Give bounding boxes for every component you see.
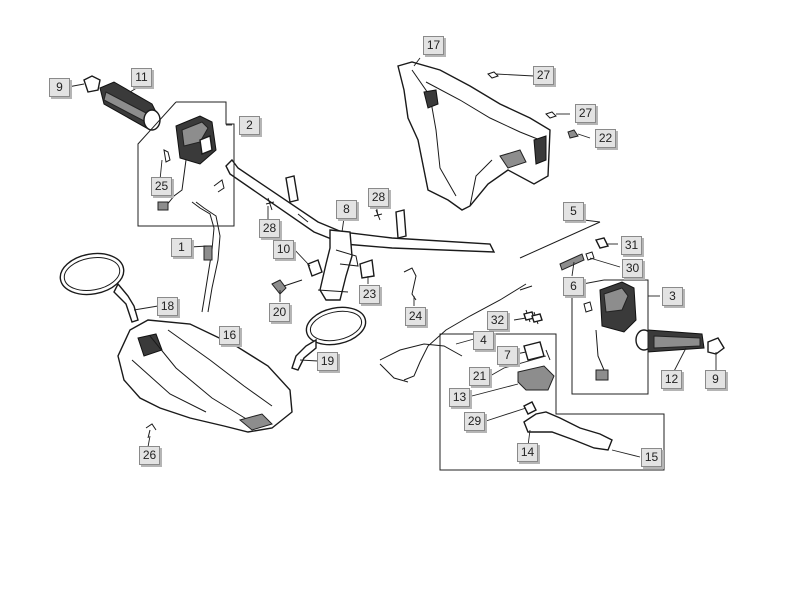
callout-23: 23 xyxy=(359,285,380,304)
callout-2: 2 xyxy=(239,116,260,135)
screw-26 xyxy=(145,423,157,439)
callout-26: 26 xyxy=(139,446,160,465)
spring-30 xyxy=(559,253,585,271)
left-mirror xyxy=(59,252,139,323)
callout-28-right: 28 xyxy=(368,188,389,207)
bracket-2 xyxy=(137,101,235,227)
callout-15: 15 xyxy=(641,448,662,467)
spring-clip-24 xyxy=(403,267,417,301)
callout-1: 1 xyxy=(171,238,192,257)
handlebar-lower-cover xyxy=(117,319,293,433)
leader-5-6 xyxy=(519,221,601,259)
callout-16: 16 xyxy=(219,326,240,345)
callout-19: 19 xyxy=(317,352,338,371)
collar-10 xyxy=(307,259,323,277)
bolt-20-head xyxy=(271,279,287,295)
throttle-cable xyxy=(191,179,225,313)
callout-4: 4 xyxy=(473,331,494,350)
callout-24: 24 xyxy=(405,307,426,326)
callout-18: 18 xyxy=(157,297,178,316)
right-switch-housing xyxy=(583,281,637,381)
callout-5: 5 xyxy=(563,202,584,221)
callout-25: 25 xyxy=(151,177,172,196)
callout-13: 13 xyxy=(449,388,470,407)
screw-27a xyxy=(487,71,499,79)
left-grip xyxy=(83,75,161,131)
pin-29 xyxy=(523,401,537,415)
bolt-28a xyxy=(265,197,275,211)
callout-28-left: 28 xyxy=(259,219,280,238)
clamp-7 xyxy=(523,341,545,361)
callout-6: 6 xyxy=(563,277,584,296)
callout-11: 11 xyxy=(131,68,152,87)
right-mirror xyxy=(291,306,367,371)
washer-6 xyxy=(585,251,595,261)
bolt-20-shaft xyxy=(283,279,303,287)
callout-10: 10 xyxy=(273,240,294,259)
clip-22 xyxy=(567,129,579,139)
right-grip xyxy=(635,329,725,355)
callout-14: 14 xyxy=(517,443,538,462)
left-switch-housing xyxy=(157,115,217,211)
master-cylinder-13 xyxy=(517,365,555,391)
callout-30: 30 xyxy=(622,259,643,278)
bracket-15 xyxy=(439,333,665,471)
callout-27-lower: 27 xyxy=(575,104,596,123)
callout-9-right: 9 xyxy=(705,370,726,389)
callout-29: 29 xyxy=(464,412,485,431)
callout-22: 22 xyxy=(595,129,616,148)
brake-lever-14 xyxy=(523,411,613,451)
callout-8: 8 xyxy=(336,200,357,219)
handlebar xyxy=(225,158,496,301)
callout-21: 21 xyxy=(469,367,490,386)
screw-21 xyxy=(545,349,551,361)
callout-7: 7 xyxy=(497,346,518,365)
bolt-32b-head xyxy=(531,313,543,323)
callout-32: 32 xyxy=(487,311,508,330)
callout-3: 3 xyxy=(662,287,683,306)
callout-31: 31 xyxy=(621,236,642,255)
callout-20: 20 xyxy=(269,303,290,322)
nut-23 xyxy=(359,259,375,279)
brake-cable xyxy=(379,283,533,383)
screw-27b xyxy=(545,111,557,119)
callout-9-left: 9 xyxy=(49,78,70,97)
callout-17: 17 xyxy=(423,36,444,55)
handlebar-upper-cover xyxy=(397,61,551,211)
callout-12: 12 xyxy=(661,370,682,389)
nut-31 xyxy=(594,237,610,249)
callout-27-upper: 27 xyxy=(533,66,554,85)
